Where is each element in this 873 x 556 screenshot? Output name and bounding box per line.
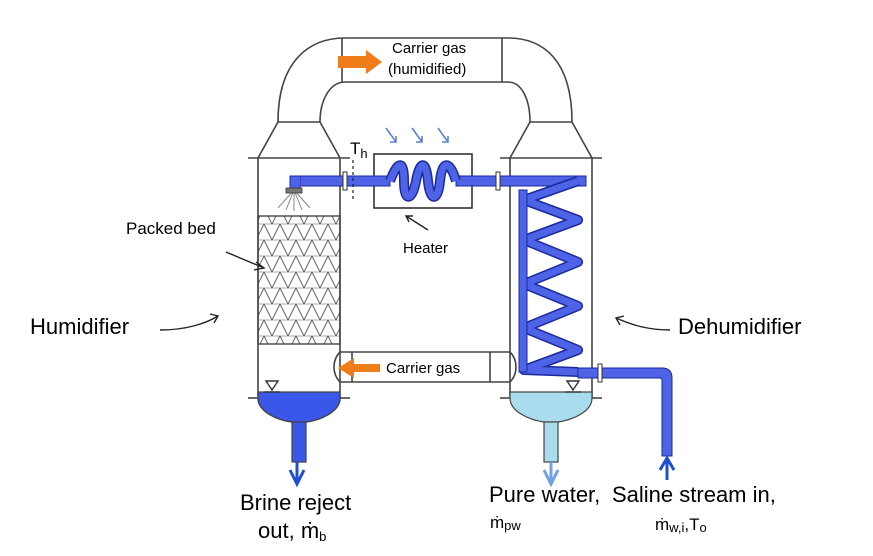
humidifier-label: Humidifier [30,314,129,339]
water-level-marker [264,380,280,393]
carrier-gas-top-label: Carrier gas [392,40,466,57]
feed-pipe [285,160,587,202]
carrier-gas-top-label-2: (humidified) [388,61,466,78]
carrier-gas-bottom-label: Carrier gas [386,360,460,377]
water-level-marker [565,380,581,393]
brine-outlet-pipe [291,421,307,463]
packed-bed [257,215,341,345]
saline-label: Saline stream in, [612,482,776,507]
annotation-arrows [159,215,671,331]
orange-flow-arrow [338,358,380,378]
condenser-coil [518,176,583,377]
gas-duct [277,37,573,123]
orange-flow-arrow [338,50,382,74]
brine-label-1: Brine reject [240,490,351,515]
down-arrow [288,469,306,488]
saline-inlet-pipe [577,363,673,457]
pure-water-pool [509,391,593,423]
heat-arrow [385,127,449,143]
dehumidifier-label: Dehumidifier [678,314,802,339]
saline-flow-label: ṁw,i,To [655,515,707,535]
brine-label-2: out, ṁb [258,518,326,544]
heater-label: Heater [403,240,448,257]
packed-bed-label: Packed bed [126,219,216,238]
pure-water-label: Pure water, [489,482,600,507]
dehumidifier-column [500,121,602,399]
th-label: Th [350,139,368,161]
pure-water-outlet-pipe [543,421,559,463]
brine-pool [257,391,341,423]
up-arrow [658,455,676,480]
down-arrow [542,469,560,488]
pure-water-flow-label: ṁpw [490,513,521,533]
